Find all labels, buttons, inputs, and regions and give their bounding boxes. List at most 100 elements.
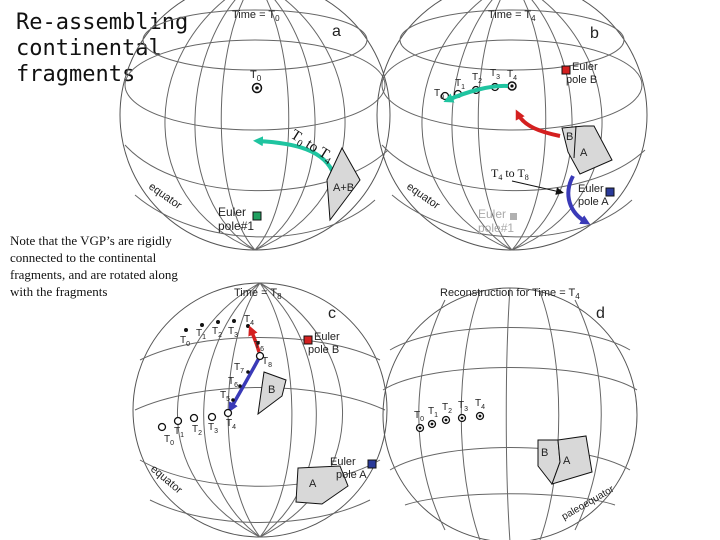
euler-pole1-marker-b xyxy=(510,213,517,220)
euler-pole-a-label-b-2: pole A xyxy=(578,196,609,208)
continent-ab xyxy=(326,146,361,222)
euler-pole1-label-b-2: pole#1 xyxy=(478,221,514,235)
svg-text:T4: T4 xyxy=(507,69,517,82)
pole-label-b-t0: T xyxy=(434,88,440,99)
pole-marker-c-upper-t1 xyxy=(200,323,204,327)
pole-marker-c-upper-t0 xyxy=(184,328,188,332)
svg-text:T0: T0 xyxy=(250,69,262,83)
pole-label-c-upper-t2: T xyxy=(212,326,218,337)
panel-b-time: Time = T xyxy=(488,9,531,21)
svg-text:T4: T4 xyxy=(244,314,254,327)
pole-label-c-lower-t3: T xyxy=(208,422,214,433)
euler-pole-a-label-b-1: Euler xyxy=(578,183,604,195)
continent-b-c xyxy=(257,371,287,416)
panel-c-letter: c xyxy=(328,305,336,322)
chain-label-c-2: T xyxy=(234,362,240,373)
svg-text:Time = T8: Time = T8 xyxy=(234,287,282,301)
panel-d-letter: d xyxy=(596,305,605,322)
pole-marker-c-lower-t2 xyxy=(189,413,199,423)
euler-pole1-marker-a xyxy=(252,211,262,221)
callout-b-label: T xyxy=(491,166,499,180)
pole-label-b-t2: T xyxy=(472,72,478,83)
pole-label-d-t3: T xyxy=(458,400,464,411)
svg-text:T2: T2 xyxy=(192,424,202,437)
euler-pole-a-marker-c xyxy=(367,459,377,469)
pole-label-d-t4: T xyxy=(475,398,481,409)
pole-label-c-upper-t4: T xyxy=(244,314,250,325)
svg-text:T0: T0 xyxy=(164,434,174,447)
panel-b-letter: b xyxy=(590,25,599,42)
svg-text:T2: T2 xyxy=(472,72,482,85)
svg-text:T0: T0 xyxy=(414,410,424,423)
pole-marker-c-lower-t4 xyxy=(223,408,233,418)
pole-label-c-upper-t0: T xyxy=(180,335,186,346)
svg-text:T2: T2 xyxy=(442,402,452,415)
svg-text:T8: T8 xyxy=(262,356,272,369)
panel-d-time: Reconstruction for Time = T xyxy=(440,287,575,299)
euler-pole-b-label-c-2: pole B xyxy=(308,344,339,356)
rotation-arrow-b-blue xyxy=(566,175,591,225)
euler-pole-a-marker-b xyxy=(605,187,615,197)
continent-b-label-d: B xyxy=(541,447,548,459)
pole-label-b-t4: T xyxy=(507,69,513,80)
pole-label-b-t3: T xyxy=(490,68,496,79)
euler-pole1-label-a-2: pole#1 xyxy=(218,219,254,233)
globe-d xyxy=(382,287,638,540)
continent-a-d xyxy=(551,435,593,485)
panel-a: Time = T0 a T0 T0 to T4 A+B equator Eule… xyxy=(119,0,391,251)
svg-text:T4: T4 xyxy=(475,398,485,411)
svg-text:Reconstruction for Time = T4: Reconstruction for Time = T4 xyxy=(440,287,580,301)
globe-a xyxy=(119,0,391,251)
svg-text:T3: T3 xyxy=(458,400,468,413)
pole-label-c-lower-t4: T xyxy=(226,418,232,429)
pole-label-c-upper-t3: T xyxy=(228,326,234,337)
pole-label-c-lower-t1: T xyxy=(174,426,180,437)
svg-text:T4: T4 xyxy=(226,418,236,431)
pole-label-d-t0: T xyxy=(414,410,420,421)
svg-text:T3: T3 xyxy=(490,68,500,81)
svg-text:T7: T7 xyxy=(234,362,244,375)
rotation-arrow-c-red xyxy=(248,325,261,353)
pole-label-d-t1: T xyxy=(428,406,434,417)
panel-b: Time = T4 b T0 T1 T2 T3 T4 Euler pole B … xyxy=(376,0,648,251)
pole-label-c-upper-t1: T xyxy=(196,328,202,339)
svg-text:T2: T2 xyxy=(212,326,222,339)
globe-b xyxy=(376,0,648,251)
continent-a-label-d: A xyxy=(563,455,571,467)
euler-pole-b-label-c-1: Euler xyxy=(314,331,340,343)
euler-pole-a-label-c-1: Euler xyxy=(330,456,356,468)
pole-marker-c-upper-t2 xyxy=(216,320,220,324)
rotation-arrow-c-blue xyxy=(228,357,261,413)
svg-text:T6: T6 xyxy=(228,376,238,389)
pole-label-c-lower-t2: T xyxy=(192,424,198,435)
callout-b-pointer xyxy=(511,180,564,196)
svg-text:T1: T1 xyxy=(455,78,465,91)
euler-pole-b-marker-c xyxy=(303,335,313,345)
euler-pole1-label-b-1: Euler xyxy=(478,207,506,221)
continent-ab-label: A+B xyxy=(333,182,354,194)
euler-pole1-label-a-1: Euler xyxy=(218,205,246,219)
equator-label-b: equator xyxy=(404,181,442,212)
panel-c-time: Time = T xyxy=(234,287,277,299)
svg-text:T4 to T8: T4 to T8 xyxy=(491,166,529,182)
svg-text:T3: T3 xyxy=(228,326,238,339)
continent-b-ab xyxy=(561,125,613,175)
euler-pole-a-label-c-2: pole A xyxy=(336,469,367,481)
continent-a-c xyxy=(295,465,349,505)
pole-marker-c-upper-t3 xyxy=(232,319,236,323)
side-note: Note that the VGP’s are rigidly connecte… xyxy=(10,233,178,299)
svg-text:T1: T1 xyxy=(174,426,184,439)
continent-b-label-c: B xyxy=(268,384,275,396)
pole-marker-c-lower-t0 xyxy=(157,422,167,432)
euler-pole-b-label-1: Euler xyxy=(572,61,598,73)
chain-label-c-3: T xyxy=(228,376,234,387)
svg-text:T6: T6 xyxy=(254,340,264,353)
pole-label-d-t2: T xyxy=(442,402,448,413)
pole-marker-c-t8 xyxy=(255,351,265,361)
chain-label-c-1: T xyxy=(262,356,268,367)
rotation-arrow-b-red xyxy=(515,109,561,138)
continent-a-label-b: A xyxy=(580,147,588,159)
panel-a-letter: a xyxy=(332,23,341,40)
chain-label-c-4: T xyxy=(220,390,226,401)
